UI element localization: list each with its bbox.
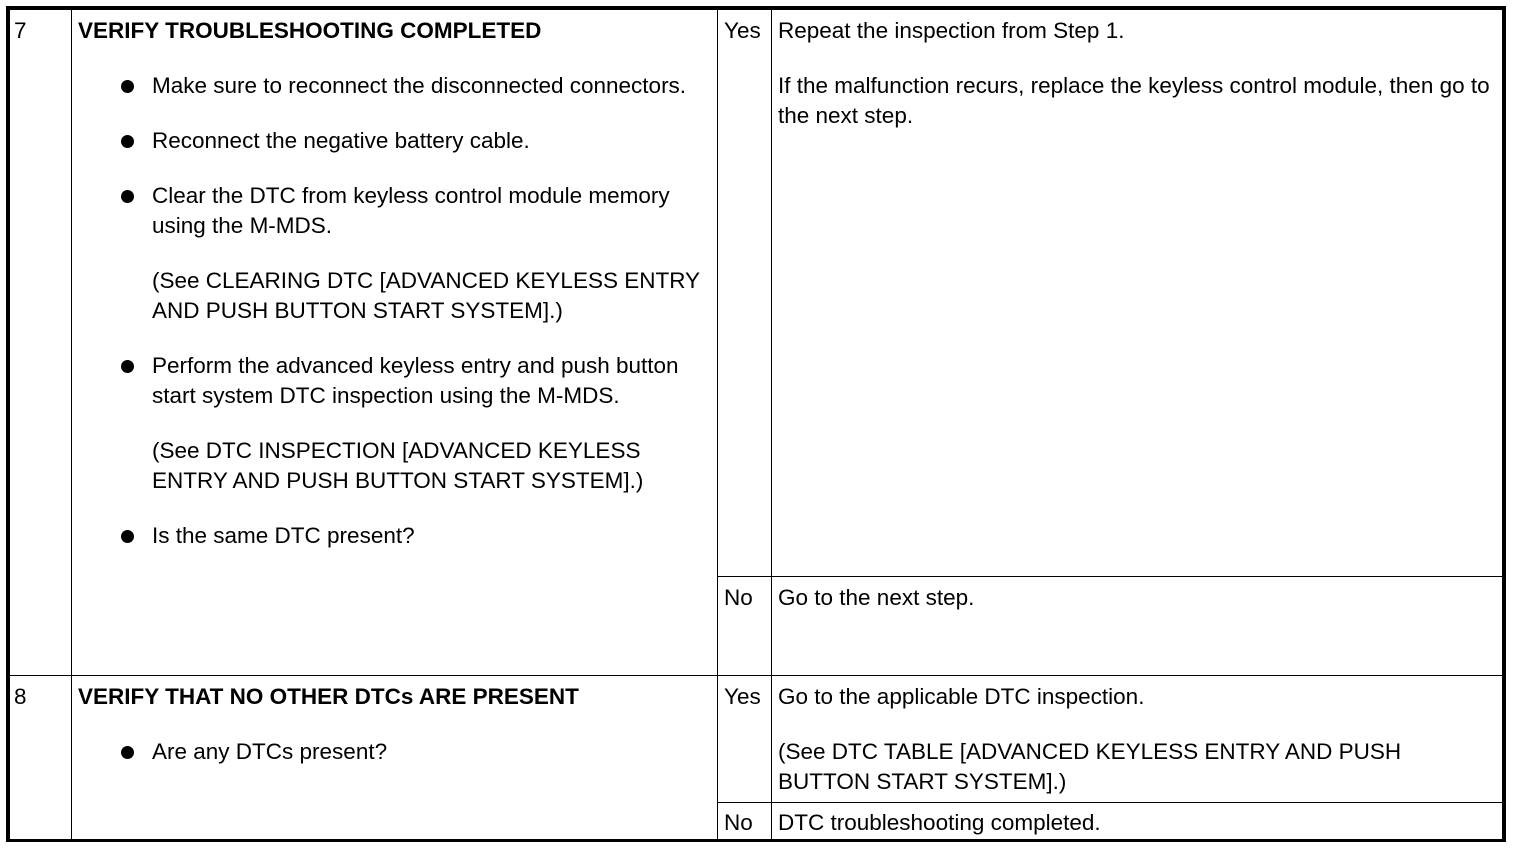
bullet-item: Is the same DTC present? <box>78 521 717 551</box>
bullet-item: Reconnect the negative battery cable. <box>78 126 717 156</box>
result-text: Go to the next step. <box>778 585 975 610</box>
step-title: VERIFY THAT NO OTHER DTCs ARE PRESENT <box>78 684 579 709</box>
bullet-dot-icon <box>121 530 134 543</box>
result-text: If the malfunction recurs, replace the k… <box>778 73 1490 128</box>
step-row-yes: 7 VERIFY TROUBLESHOOTING COMPLETED Make … <box>9 9 1503 676</box>
yes-label: Yes <box>717 9 772 577</box>
bullet-text: Clear the DTC from keyless control modul… <box>152 183 670 238</box>
bullet-dot-icon <box>121 746 134 759</box>
bullet-reference: (See DTC INSPECTION [ADVANCED KEYLESS EN… <box>152 438 644 493</box>
step-title: VERIFY TROUBLESHOOTING COMPLETED <box>78 18 542 43</box>
no-result-cell: Go to the next step. <box>771 576 1503 676</box>
bullet-dot-icon <box>121 135 134 148</box>
no-result-cell: DTC troubleshooting completed. <box>771 802 1503 840</box>
bullet-reference: (See CLEARING DTC [ADVANCED KEYLESS ENTR… <box>152 268 700 323</box>
troubleshooting-table: 7 VERIFY TROUBLESHOOTING COMPLETED Make … <box>9 9 1503 840</box>
yes-label: Yes <box>717 675 772 803</box>
step-number: 8 <box>9 675 72 840</box>
no-label: No <box>717 576 772 676</box>
bullet-text: Are any DTCs present? <box>152 739 388 764</box>
bullet-text: Make sure to reconnect the disconnected … <box>152 73 687 98</box>
bullet-item: Make sure to reconnect the disconnected … <box>78 71 717 101</box>
troubleshooting-table-frame: 7 VERIFY TROUBLESHOOTING COMPLETED Make … <box>6 6 1506 842</box>
step-row-yes: 8 VERIFY THAT NO OTHER DTCs ARE PRESENT … <box>9 675 1503 840</box>
result-text: Repeat the inspection from Step 1. <box>778 18 1125 43</box>
step-action-cell: VERIFY THAT NO OTHER DTCs ARE PRESENT Ar… <box>71 675 718 840</box>
step-number: 7 <box>9 9 72 676</box>
result-text: DTC troubleshooting completed. <box>778 810 1101 835</box>
result-text: (See DTC TABLE [ADVANCED KEYLESS ENTRY A… <box>778 739 1402 794</box>
result-text: Go to the applicable DTC inspection. <box>778 684 1145 709</box>
step-row-no: No Go to the next step. <box>10 576 1503 676</box>
bullet-dot-icon <box>121 360 134 373</box>
bullet-dot-icon <box>121 190 134 203</box>
bullet-item: Perform the advanced keyless entry and p… <box>78 351 717 496</box>
bullet-text: Reconnect the negative battery cable. <box>152 128 530 153</box>
step-row-no: No DTC troubleshooting completed. <box>10 802 1503 840</box>
bullet-item: Clear the DTC from keyless control modul… <box>78 181 717 326</box>
bullet-item: Are any DTCs present? <box>78 737 717 767</box>
bullet-dot-icon <box>121 80 134 93</box>
yes-result-cell: Go to the applicable DTC inspection. (Se… <box>771 675 1503 803</box>
bullet-text: Is the same DTC present? <box>152 523 415 548</box>
step-action-cell: VERIFY TROUBLESHOOTING COMPLETED Make su… <box>71 9 718 676</box>
yes-result-cell: Repeat the inspection from Step 1. If th… <box>771 9 1503 577</box>
step-bullet-list: Are any DTCs present? <box>78 737 717 767</box>
no-label: No <box>717 802 772 840</box>
bullet-text: Perform the advanced keyless entry and p… <box>152 353 679 408</box>
step-bullet-list: Make sure to reconnect the disconnected … <box>78 71 717 551</box>
